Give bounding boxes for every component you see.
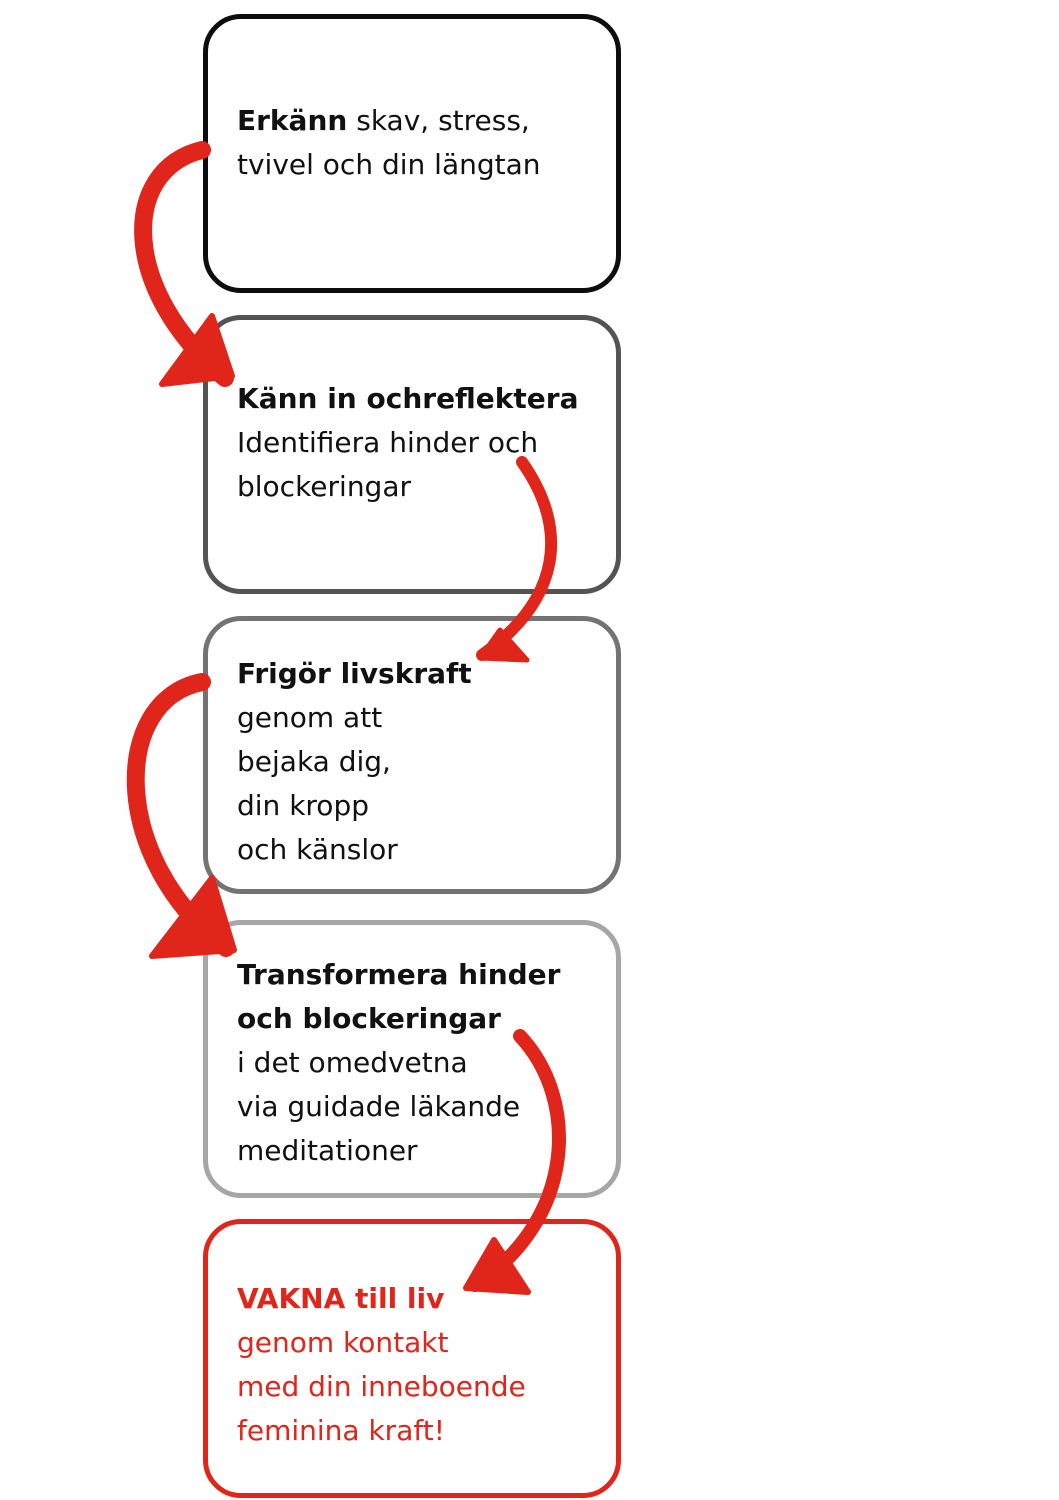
step-4-line-3: meditationer xyxy=(237,1134,418,1167)
step-box-1: Erkänn skav, stress, tvivel och din läng… xyxy=(203,14,621,293)
step-3-line-4: och känslor xyxy=(237,833,398,866)
step-5-title: VAKNA till liv xyxy=(237,1277,596,1321)
step-1-line-1: Erkänn skav, stress, xyxy=(237,99,596,143)
step-box-3: Frigör livskraft genom att bejaka dig, d… xyxy=(203,616,621,894)
step-4-title-text-2: och blockeringar xyxy=(237,1002,501,1035)
step-5-line-2: med din inneboende xyxy=(237,1370,526,1403)
step-box-5: VAKNA till liv genom kontakt med din inn… xyxy=(203,1219,621,1498)
step-2-line-2: blockeringar xyxy=(237,470,412,503)
step-4-title-line-1: Transformera hinder xyxy=(237,953,596,997)
step-box-4: Transformera hinder och blockeringar i d… xyxy=(203,920,621,1198)
step-3-title: Frigör livskraft xyxy=(237,652,596,696)
step-5-title-text: VAKNA till liv xyxy=(237,1282,445,1315)
step-4-title-line-2: och blockeringar xyxy=(237,997,596,1041)
step-3-line-2: bejaka dig, xyxy=(237,745,391,778)
step-box-2: Känn in ochreflektera Identifiera hinder… xyxy=(203,315,621,594)
step-4-line-1: i det omedvetna xyxy=(237,1046,468,1079)
step-1-line-2: tvivel och din längtan xyxy=(237,148,541,181)
step-2-title-text: Känn in ochreflektera xyxy=(237,382,579,415)
step-3-line-3: din kropp xyxy=(237,789,369,822)
step-4-title-text-1: Transformera hinder xyxy=(237,958,561,991)
step-5-line-3: feminina kraft! xyxy=(237,1414,445,1447)
step-3-line-1: genom att xyxy=(237,701,383,734)
step-1-title-suffix: skav, stress, xyxy=(347,104,530,137)
step-4-line-2: via guidade läkande xyxy=(237,1090,521,1123)
step-3-title-text: Frigör livskraft xyxy=(237,657,472,690)
step-1-title: Erkänn xyxy=(237,104,348,137)
step-5-line-1: genom kontakt xyxy=(237,1326,449,1359)
step-2-title: Känn in ochreflektera xyxy=(237,377,596,421)
step-2-line-1: Identifiera hinder och xyxy=(237,426,539,459)
